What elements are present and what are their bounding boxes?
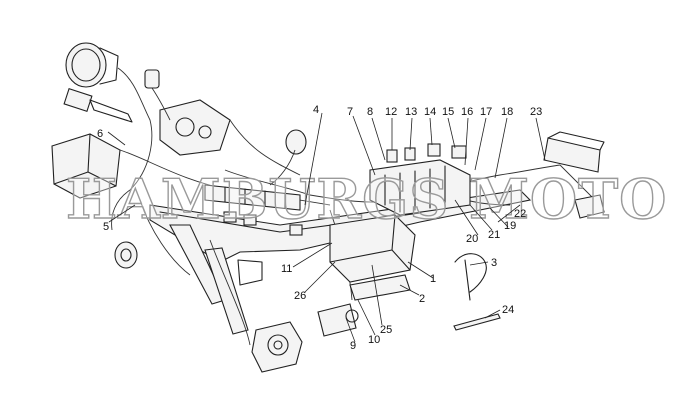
callout-18: 18: [501, 106, 513, 118]
tail-light: [543, 131, 605, 219]
callout-20: 20: [466, 233, 478, 245]
voltage-regulator: [251, 321, 303, 373]
headlight: [65, 42, 119, 88]
callout-17: 17: [480, 106, 492, 118]
callout-1: 1: [430, 273, 436, 285]
callout-23: 23: [530, 106, 542, 118]
callout-22: 22: [514, 208, 526, 220]
callout-16: 16: [461, 106, 473, 118]
callout-6: 6: [97, 128, 103, 140]
instrument-box: [51, 133, 121, 199]
callout-14: 14: [424, 106, 436, 118]
control-unit: [329, 214, 416, 301]
callouts: 1 2 3 4 5 6 7 8 9 10 11 12 13 14 15 16 1…: [97, 104, 542, 352]
callout-4: 4: [313, 104, 319, 116]
leader-lines: [107, 112, 546, 343]
callout-12: 12: [385, 106, 397, 118]
harness-cluster-upper: [144, 69, 307, 156]
cable-tie: [453, 313, 501, 331]
callout-15: 15: [442, 106, 454, 118]
callout-21: 21: [488, 229, 500, 241]
callout-2: 2: [419, 293, 425, 305]
callout-11: 11: [281, 263, 292, 275]
callout-25: 25: [380, 324, 392, 336]
callout-10: 10: [368, 334, 380, 346]
callout-3: 3: [491, 257, 497, 269]
horn: [114, 241, 138, 269]
callout-9: 9: [350, 340, 356, 352]
callout-19: 19: [504, 220, 516, 232]
callout-5: 5: [103, 221, 109, 233]
handlebar-switch: [63, 87, 133, 123]
harness-connectors: [204, 184, 303, 236]
callout-13: 13: [405, 106, 417, 118]
callout-8: 8: [367, 106, 373, 118]
callout-26: 26: [294, 290, 306, 302]
watermark: HAMBURGS MOTO GUZZI ©: [66, 167, 680, 231]
bracket: [454, 253, 487, 301]
callout-24: 24: [502, 304, 514, 316]
ignition-coil: [317, 303, 359, 337]
callout-7: 7: [347, 106, 353, 118]
